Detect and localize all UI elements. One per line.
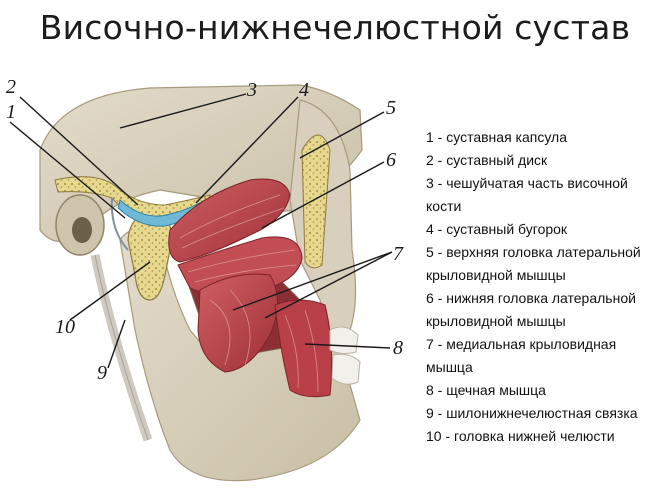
tmj-anatomy-illustration: 1 2 3 4 5 6 7 8 9 10 [6,76,404,482]
lateral-pterygoid-upper [168,178,291,263]
legend-item-6: 6 - нижняя головка латеральной крыловидн… [426,290,636,329]
callout-9: 9 [97,362,107,384]
legend-item-5: 5 - верхняя головка латеральной крыловид… [426,244,641,283]
callout-5: 5 [386,97,396,119]
molar-teeth [329,326,361,385]
legend-item-8: 8 - щечная мышца [426,382,546,398]
cut-bone-plate [301,134,331,269]
callout-6: 6 [386,149,396,171]
medial-pterygoid [197,273,278,373]
legend-item-1: 1 - суставная капсула [426,129,567,145]
callout-4: 4 [299,79,309,101]
callout-1: 1 [6,101,16,123]
callout-10: 10 [55,316,75,338]
joint-capsule [110,197,129,251]
legend-list: 1 - суставная капсула 2 - суставный диск… [426,126,666,448]
callout-8: 8 [393,337,403,359]
legend-item-2: 2 - суставный диск [426,152,548,168]
slide-title: Височно-нижнечелюстной сустав [39,8,631,47]
callout-2: 2 [6,76,16,98]
legend-item-3: 3 - чешуйчатая часть височной кости [426,175,628,214]
callout-3: 3 [246,79,257,101]
callout-7: 7 [393,243,404,265]
legend-item-7: 7 - медиальная крыловидная мышца [426,336,617,375]
legend-item-9: 9 - шилонижнечелюстная связка [426,405,638,421]
legend-item-10: 10 - головка нижней челюсти [426,428,615,444]
legend-item-4: 4 - суставный бугорок [426,221,568,237]
